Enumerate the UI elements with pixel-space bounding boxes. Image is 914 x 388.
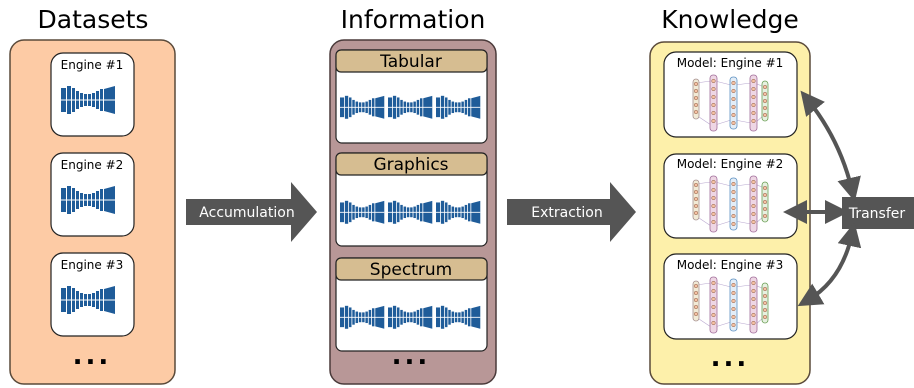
model-card-3: Model: Engine #3	[663, 253, 798, 340]
transfer-arrow-model-1	[800, 90, 861, 202]
information-ellipsis: ...	[392, 341, 431, 371]
information-title: Information	[341, 5, 486, 34]
knowledge-ellipsis: ...	[711, 343, 750, 373]
dataset-card-1: Engine #1	[50, 52, 135, 137]
accumulation-label: Accumulation	[199, 205, 294, 221]
dataset-card-3: Engine #3	[50, 252, 135, 337]
model-card-2: Model: Engine #2	[663, 153, 798, 239]
dataset-card-label: Engine #1	[61, 58, 124, 72]
knowledge-title: Knowledge	[661, 5, 798, 34]
section-label-spectrum: Spectrum	[370, 260, 452, 280]
model-card-label: Model: Engine #1	[677, 56, 784, 70]
transfer-node: Transfer	[842, 197, 914, 229]
model-card-1: Model: Engine #1	[663, 51, 798, 138]
section-label-tabular: Tabular	[379, 52, 442, 72]
extraction-label: Extraction	[531, 205, 602, 221]
dataset-card-label: Engine #2	[61, 158, 124, 172]
datasets-ellipsis: ...	[73, 341, 112, 371]
section-label-graphics: Graphics	[373, 155, 448, 175]
datasets-title: Datasets	[38, 5, 149, 34]
info-section-graphics: Graphics	[335, 152, 488, 247]
transfer-arrow-model-3	[797, 222, 862, 307]
dataset-card-label: Engine #3	[61, 258, 124, 272]
transfer-arrows	[783, 90, 862, 307]
model-card-label: Model: Engine #3	[677, 258, 784, 272]
info-section-spectrum: Spectrum	[335, 257, 488, 352]
transfer-label: Transfer	[848, 206, 906, 222]
dataset-card-2: Engine #2	[50, 152, 135, 237]
accumulation-arrow: Accumulation	[186, 182, 317, 242]
model-card-label: Model: Engine #2	[677, 157, 784, 171]
info-section-tabular: Tabular	[335, 49, 488, 144]
extraction-arrow: Extraction	[507, 182, 636, 242]
